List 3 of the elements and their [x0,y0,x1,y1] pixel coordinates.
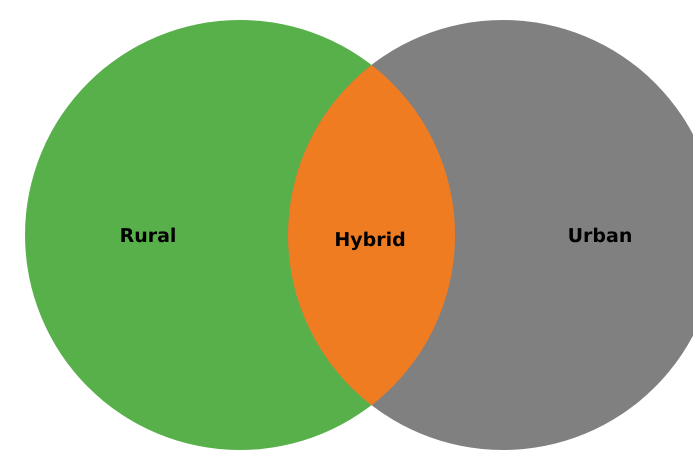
region-label: Rural [120,225,176,247]
region-label: Hybrid [334,228,406,251]
region-label: Urban [568,225,632,247]
